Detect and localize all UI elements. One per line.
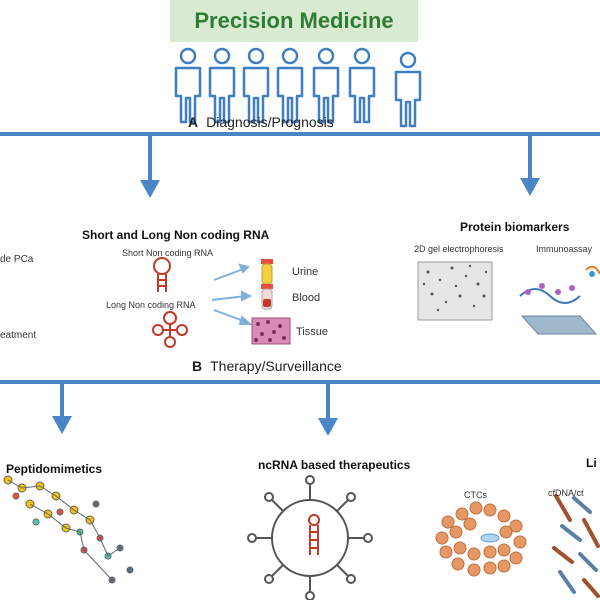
peptidomimetics-heading: Peptidomimetics: [6, 462, 103, 476]
arrow-down-icon: [140, 134, 160, 198]
sample-tissue-label: Tissue: [296, 326, 328, 338]
arrow-down-icon: [520, 134, 540, 196]
protein-heading: Protein biomarkers: [460, 220, 570, 234]
immunoassay-image: [519, 265, 600, 335]
arrow-down-icon: [318, 382, 338, 436]
person-icon: [312, 47, 340, 124]
ncrna-heading: Short and Long Non coding RNA: [82, 228, 270, 242]
section-a-letter: A: [188, 114, 199, 130]
immunoassay-label: Immunoassay: [536, 244, 593, 254]
short-ncrna-label: Short Non coding RNA: [122, 248, 214, 258]
tissue-icon: [251, 317, 291, 345]
liquid-biopsy-heading: Li: [586, 456, 597, 470]
arrow-down-icon: [52, 382, 72, 434]
cfdna-fragments-image: [552, 494, 600, 598]
person-icon: [242, 47, 270, 124]
left-cutoff-text-2: eatment: [0, 330, 37, 341]
person-icon: [208, 47, 236, 124]
page-title: Precision Medicine: [194, 8, 394, 33]
person-icon: [174, 47, 202, 124]
section-b-label: B Therapy/Surveillance: [192, 358, 342, 374]
sample-urine-label: Urine: [292, 266, 319, 278]
ctcs-label: CTCs: [464, 490, 487, 500]
sample-blood-label: Blood: [292, 292, 321, 304]
sample-arrows: [211, 263, 253, 325]
section-b-text: Therapy/Surveillance: [210, 358, 342, 374]
person-icon: [276, 47, 304, 124]
patients-group: [174, 47, 422, 128]
long-ncrna-label: Long Non coding RNA: [106, 300, 196, 310]
gel-label: 2D gel electrophoresis: [414, 244, 504, 254]
section-a-label: A Diagnosis/Prognosis: [188, 114, 334, 130]
nanoparticle-vector-icon: [247, 475, 373, 600]
long-rna-structure-icon: [152, 311, 188, 348]
ncrna-therapeutics-heading: ncRNA based therapeutics: [258, 458, 411, 472]
ctc-cells-image: [435, 501, 527, 577]
cfdna-label: cfDNA/ct: [548, 488, 584, 498]
peptidomimetics-molecule-image: [3, 475, 134, 584]
title-banner: Precision Medicine: [170, 0, 418, 42]
person-icon: [394, 51, 422, 128]
left-cutoff-text-1: de PCa: [0, 254, 34, 265]
urine-tube-icon: [261, 259, 273, 285]
person-icon: [348, 47, 376, 124]
blood-tube-icon: [261, 284, 273, 310]
section-b-letter: B: [192, 358, 203, 374]
short-rna-hairpin-icon: [153, 257, 171, 292]
section-a-text: Diagnosis/Prognosis: [206, 114, 334, 130]
gel-electrophoresis-image: [417, 261, 493, 321]
